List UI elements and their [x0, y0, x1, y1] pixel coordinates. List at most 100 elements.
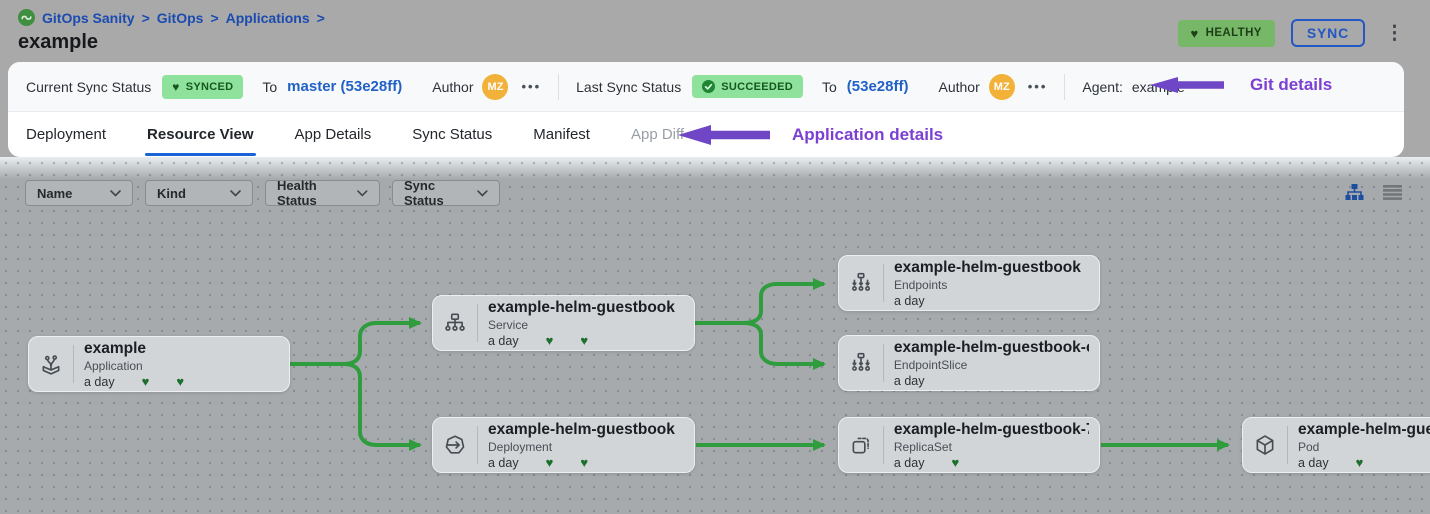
- sync-status-filter-label: Sync Status: [404, 178, 477, 208]
- author-label: Author: [938, 79, 979, 95]
- last-sync-status-label: Last Sync Status: [576, 79, 681, 95]
- sync-button[interactable]: SYNC: [1291, 19, 1365, 47]
- breadcrumb-link-applications[interactable]: Applications: [226, 10, 310, 26]
- replicaset-icon: [839, 433, 883, 457]
- tab-manifest[interactable]: Manifest: [533, 126, 590, 143]
- kind-filter-label: Kind: [157, 186, 186, 201]
- resource-node-deployment[interactable]: example-helm-guestbook Deployment a day♥…: [432, 417, 695, 473]
- breadcrumb-separator: >: [210, 10, 218, 26]
- chevron-down-icon: [357, 190, 368, 197]
- name-filter-label: Name: [37, 186, 72, 201]
- health-status-badge: ♥ HEALTHY: [1178, 20, 1275, 47]
- resource-name: example-helm-guestbook-74...: [894, 421, 1089, 439]
- health-heart-icon: ♥: [142, 375, 150, 388]
- chevron-down-icon: [477, 190, 488, 197]
- resource-node-application[interactable]: example Application a day♥♥: [28, 336, 290, 392]
- tab-app-diff[interactable]: App Diff: [631, 126, 684, 143]
- chevron-down-icon: [110, 190, 121, 197]
- health-status-filter-label: Health Status: [277, 178, 357, 208]
- tab-deployment[interactable]: Deployment: [26, 126, 106, 143]
- author-avatar: MZ: [989, 74, 1015, 100]
- endpoints-icon: [839, 271, 883, 295]
- resource-node-service[interactable]: example-helm-guestbook Service a day ♥ ♥: [432, 295, 695, 351]
- resource-age: a day: [488, 456, 519, 470]
- author-label: Author: [432, 79, 473, 95]
- succeeded-badge: SUCCEEDED: [692, 75, 803, 98]
- resource-node-endpoints[interactable]: example-helm-guestbook Endpoints a day: [838, 255, 1100, 311]
- health-status-filter-dropdown[interactable]: Health Status: [265, 180, 380, 206]
- to-label: To: [262, 79, 277, 95]
- health-heart-icon: ♥: [546, 334, 554, 347]
- current-sync-commit-link[interactable]: master (53e28ff): [287, 78, 402, 95]
- resource-name: example: [84, 340, 184, 358]
- list-view-icon[interactable]: [1383, 185, 1402, 200]
- tab-app-details[interactable]: App Details: [295, 126, 372, 143]
- deployment-icon: [433, 433, 477, 457]
- heart-icon: ♥: [172, 80, 179, 94]
- pod-icon: [1243, 433, 1287, 457]
- resource-kind: Service: [488, 318, 675, 332]
- resource-node-replicaset[interactable]: example-helm-guestbook-74... ReplicaSet …: [838, 417, 1100, 473]
- breadcrumb: GitOps Sanity > GitOps > Applications >: [18, 9, 325, 26]
- gitops-logo-icon: [18, 9, 35, 26]
- purple-arrow-left-icon: [678, 124, 770, 146]
- resource-age: a day: [894, 294, 925, 308]
- kind-filter-dropdown[interactable]: Kind: [145, 180, 253, 206]
- last-sync-commit-link[interactable]: (53e28ff): [847, 78, 909, 95]
- to-label: To: [822, 79, 837, 95]
- divider: [558, 74, 559, 100]
- page-header: GitOps Sanity > GitOps > Applications > …: [0, 0, 1430, 62]
- app-details-panel: Current Sync Status ♥ SYNCED To master (…: [8, 62, 1404, 157]
- resource-age: a day: [894, 374, 925, 388]
- resource-kind: Endpoints: [894, 278, 1081, 292]
- service-icon: [433, 311, 477, 335]
- health-heart-icon: ♥: [580, 456, 588, 469]
- sync-status-filter-dropdown[interactable]: Sync Status: [392, 180, 500, 206]
- page-title: example: [18, 31, 98, 54]
- resource-age: a day: [84, 375, 115, 389]
- git-details-annotation-label: Git details: [1250, 75, 1332, 95]
- health-heart-icon: ♥: [176, 375, 184, 388]
- synced-badge: ♥ SYNCED: [162, 75, 243, 99]
- tab-resource-view[interactable]: Resource View: [147, 126, 253, 143]
- breadcrumb-link-gitops[interactable]: GitOps: [157, 10, 204, 26]
- tree-view-icon[interactable]: [1345, 184, 1364, 201]
- resource-name: example-helm-guestbook: [894, 259, 1081, 277]
- resource-kind: EndpointSlice: [894, 358, 1089, 372]
- view-toggles: [1345, 184, 1402, 201]
- breadcrumb-link-project[interactable]: GitOps Sanity: [42, 10, 135, 26]
- kebab-menu-icon[interactable]: ⋮: [1381, 24, 1408, 43]
- heart-icon: ♥: [1191, 26, 1199, 41]
- purple-arrow-left-icon: [1150, 76, 1224, 94]
- divider: [1064, 74, 1065, 100]
- resource-tree-canvas: Name Kind Health Status Sync Status: [0, 157, 1430, 514]
- filter-bar: Name Kind Health Status Sync Status: [25, 180, 500, 206]
- tab-sync-status[interactable]: Sync Status: [412, 126, 492, 143]
- breadcrumb-separator: >: [317, 10, 325, 26]
- resource-age: a day: [488, 334, 519, 348]
- health-badge-label: HEALTHY: [1206, 27, 1262, 39]
- check-circle-icon: [702, 80, 715, 93]
- health-heart-icon: ♥: [580, 334, 588, 347]
- chevron-down-icon: [230, 190, 241, 197]
- resource-node-pod[interactable]: example-helm-guest Pod a day♥: [1242, 417, 1430, 473]
- agent-label: Agent:: [1082, 79, 1122, 95]
- resource-age: a day: [1298, 456, 1329, 470]
- resource-name: example-helm-guestbook: [488, 299, 675, 317]
- application-icon: [29, 352, 73, 376]
- health-heart-icon: ♥: [546, 456, 554, 469]
- resource-node-endpointslice[interactable]: example-helm-guestbook-ct... EndpointSli…: [838, 335, 1100, 391]
- resource-kind: Deployment: [488, 440, 675, 454]
- application-details-annotation: Application details: [678, 124, 943, 146]
- resource-kind: Pod: [1298, 440, 1430, 454]
- author-avatar: MZ: [482, 74, 508, 100]
- resource-name: example-helm-guest: [1298, 421, 1430, 439]
- more-options-icon[interactable]: •••: [1028, 79, 1048, 94]
- git-details-annotation: Git details: [1150, 75, 1332, 95]
- synced-badge-label: SYNCED: [186, 81, 234, 93]
- current-sync-status-label: Current Sync Status: [26, 79, 151, 95]
- resource-name: example-helm-guestbook-ct...: [894, 339, 1089, 357]
- more-options-icon[interactable]: •••: [521, 79, 541, 94]
- name-filter-dropdown[interactable]: Name: [25, 180, 133, 206]
- endpointslice-icon: [839, 351, 883, 375]
